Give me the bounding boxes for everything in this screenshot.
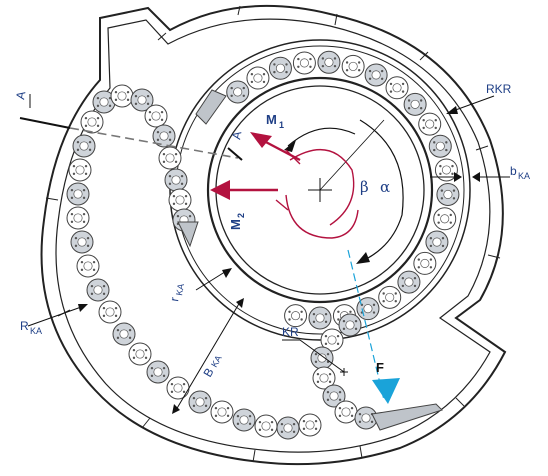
chain-link <box>268 56 292 80</box>
chain-link <box>168 188 192 212</box>
dimension-kr-label: KR <box>282 325 299 339</box>
force-f-label: F <box>376 360 384 375</box>
chain-link <box>312 366 336 390</box>
chain-link <box>317 50 341 74</box>
chain-link <box>418 112 442 136</box>
chain-end-bracket-arm <box>177 221 199 248</box>
chain-link <box>130 88 154 112</box>
section-label-a-right: A <box>229 130 244 140</box>
chain-link <box>128 342 152 366</box>
chain-link <box>86 278 110 302</box>
chain-link <box>226 80 250 104</box>
chain-link <box>276 416 300 440</box>
chain-link <box>436 182 460 206</box>
chain-link <box>356 297 380 321</box>
chain-link <box>378 285 402 309</box>
torque-m1-subscript: 1 <box>279 120 284 130</box>
chain-link <box>110 84 134 108</box>
dimension-rka-subscript: KA <box>174 283 186 297</box>
torque-m2-subscript: 2 <box>236 213 246 218</box>
chain-link <box>164 168 188 192</box>
torque-m1-label: M <box>266 112 277 127</box>
chain-link <box>413 251 437 275</box>
dimension-rka-label: r <box>167 296 181 302</box>
chain-end-bracket <box>371 403 443 431</box>
torque-m2-label: M <box>228 219 243 230</box>
chain-link <box>254 414 278 438</box>
chain-link <box>397 270 421 294</box>
chain-link <box>320 328 344 352</box>
chain-link <box>246 66 270 90</box>
dimension-rkr-label: RKR <box>486 82 512 96</box>
chain-link <box>434 158 458 182</box>
chain-link <box>66 206 90 230</box>
chain-link <box>425 230 449 254</box>
chain-link <box>308 306 332 330</box>
chain-link <box>403 92 427 116</box>
chain-link <box>210 400 234 424</box>
chain-link <box>338 313 362 337</box>
chain-link <box>72 134 96 158</box>
chain-end-bracket-inner <box>195 89 227 125</box>
chain-link <box>188 390 212 414</box>
chain-link <box>428 134 452 158</box>
chain-link <box>341 54 365 78</box>
dimension-BKA-subscript: KA <box>209 354 224 369</box>
angle-alpha-label: α <box>380 178 390 196</box>
section-label-a-left: A <box>13 90 28 100</box>
chain-link <box>334 400 358 424</box>
cable-chain <box>66 50 460 440</box>
dimension-labels: RKR b KA r KA R KA B KA KR <box>20 82 530 414</box>
chain-link <box>232 408 256 432</box>
torque-indicators: M 1 M 2 <box>210 112 359 239</box>
dimension-bka-subscript: KA <box>518 171 530 181</box>
chain-link <box>76 254 100 278</box>
chain-link <box>112 322 136 346</box>
force-indicator: F <box>347 249 400 404</box>
chain-link <box>292 51 316 75</box>
chain-link <box>80 110 104 134</box>
dimension-bka-label: b <box>510 164 517 178</box>
section-line-a: A A <box>13 90 244 161</box>
chain-link <box>98 300 122 324</box>
chain-link <box>364 63 388 87</box>
chain-link <box>152 124 176 148</box>
chain-link <box>144 104 168 128</box>
chain-link <box>158 146 182 170</box>
chain-link <box>385 76 409 100</box>
chain-link <box>92 90 116 114</box>
chain-link <box>68 158 92 182</box>
chain-link <box>70 230 94 254</box>
chain-link <box>298 413 322 437</box>
angle-beta-label: β <box>360 178 369 196</box>
chain-link <box>354 406 378 430</box>
chain-link <box>433 207 457 231</box>
angle-indicators: β α <box>284 119 404 264</box>
chain-link <box>166 376 190 400</box>
dimension-RKA-label: R <box>20 319 29 333</box>
chain-link <box>66 182 90 206</box>
dimension-RKA-subscript: KA <box>30 326 42 336</box>
chain-link <box>322 384 346 408</box>
chain-link <box>284 304 308 328</box>
chain-link <box>146 360 170 384</box>
